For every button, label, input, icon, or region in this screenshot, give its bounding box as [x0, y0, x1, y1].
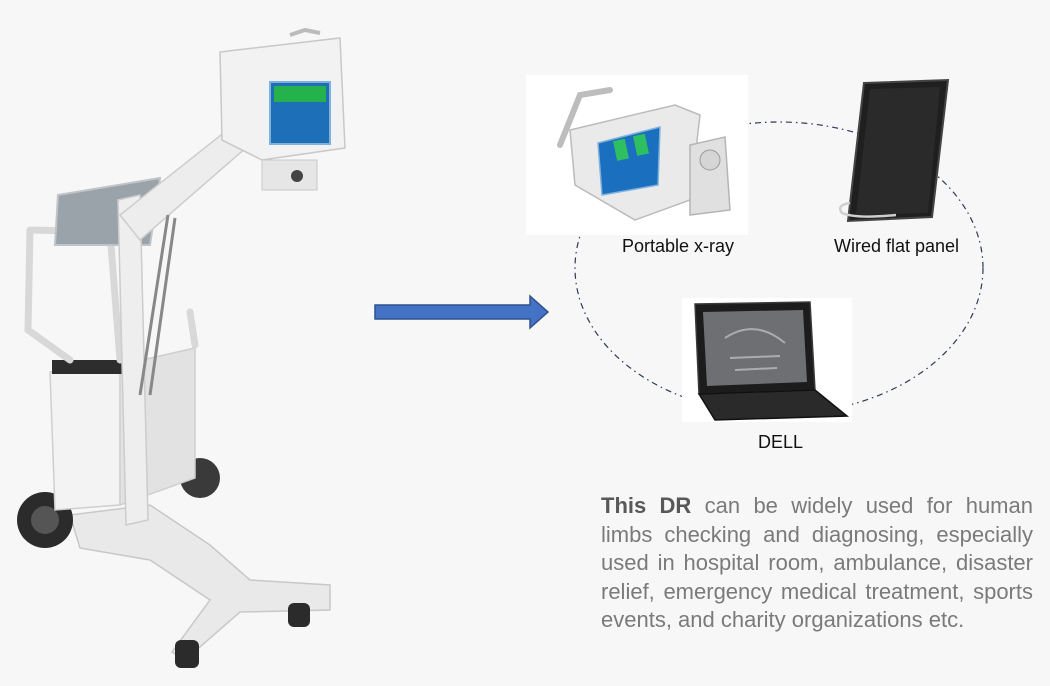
- laptop-label: DELL: [758, 432, 804, 452]
- portable-xray-label: Portable x-ray: [622, 236, 735, 256]
- flow-arrow-icon: [374, 294, 550, 330]
- description-body: can be widely used for human limbs check…: [601, 493, 1033, 633]
- mobile-xray-machine-icon: [17, 27, 346, 668]
- portable-xray-unit-icon: [557, 87, 731, 221]
- flat-panel-detector-icon: [839, 78, 950, 223]
- description-paragraph: This DR can be widely used for human lim…: [601, 492, 1033, 635]
- description-highlight: This DR: [601, 493, 692, 518]
- flat-panel-label: Wired flat panel: [834, 236, 960, 256]
- dashed-connection-circle: [574, 121, 984, 415]
- laptop-icon: [694, 301, 850, 421]
